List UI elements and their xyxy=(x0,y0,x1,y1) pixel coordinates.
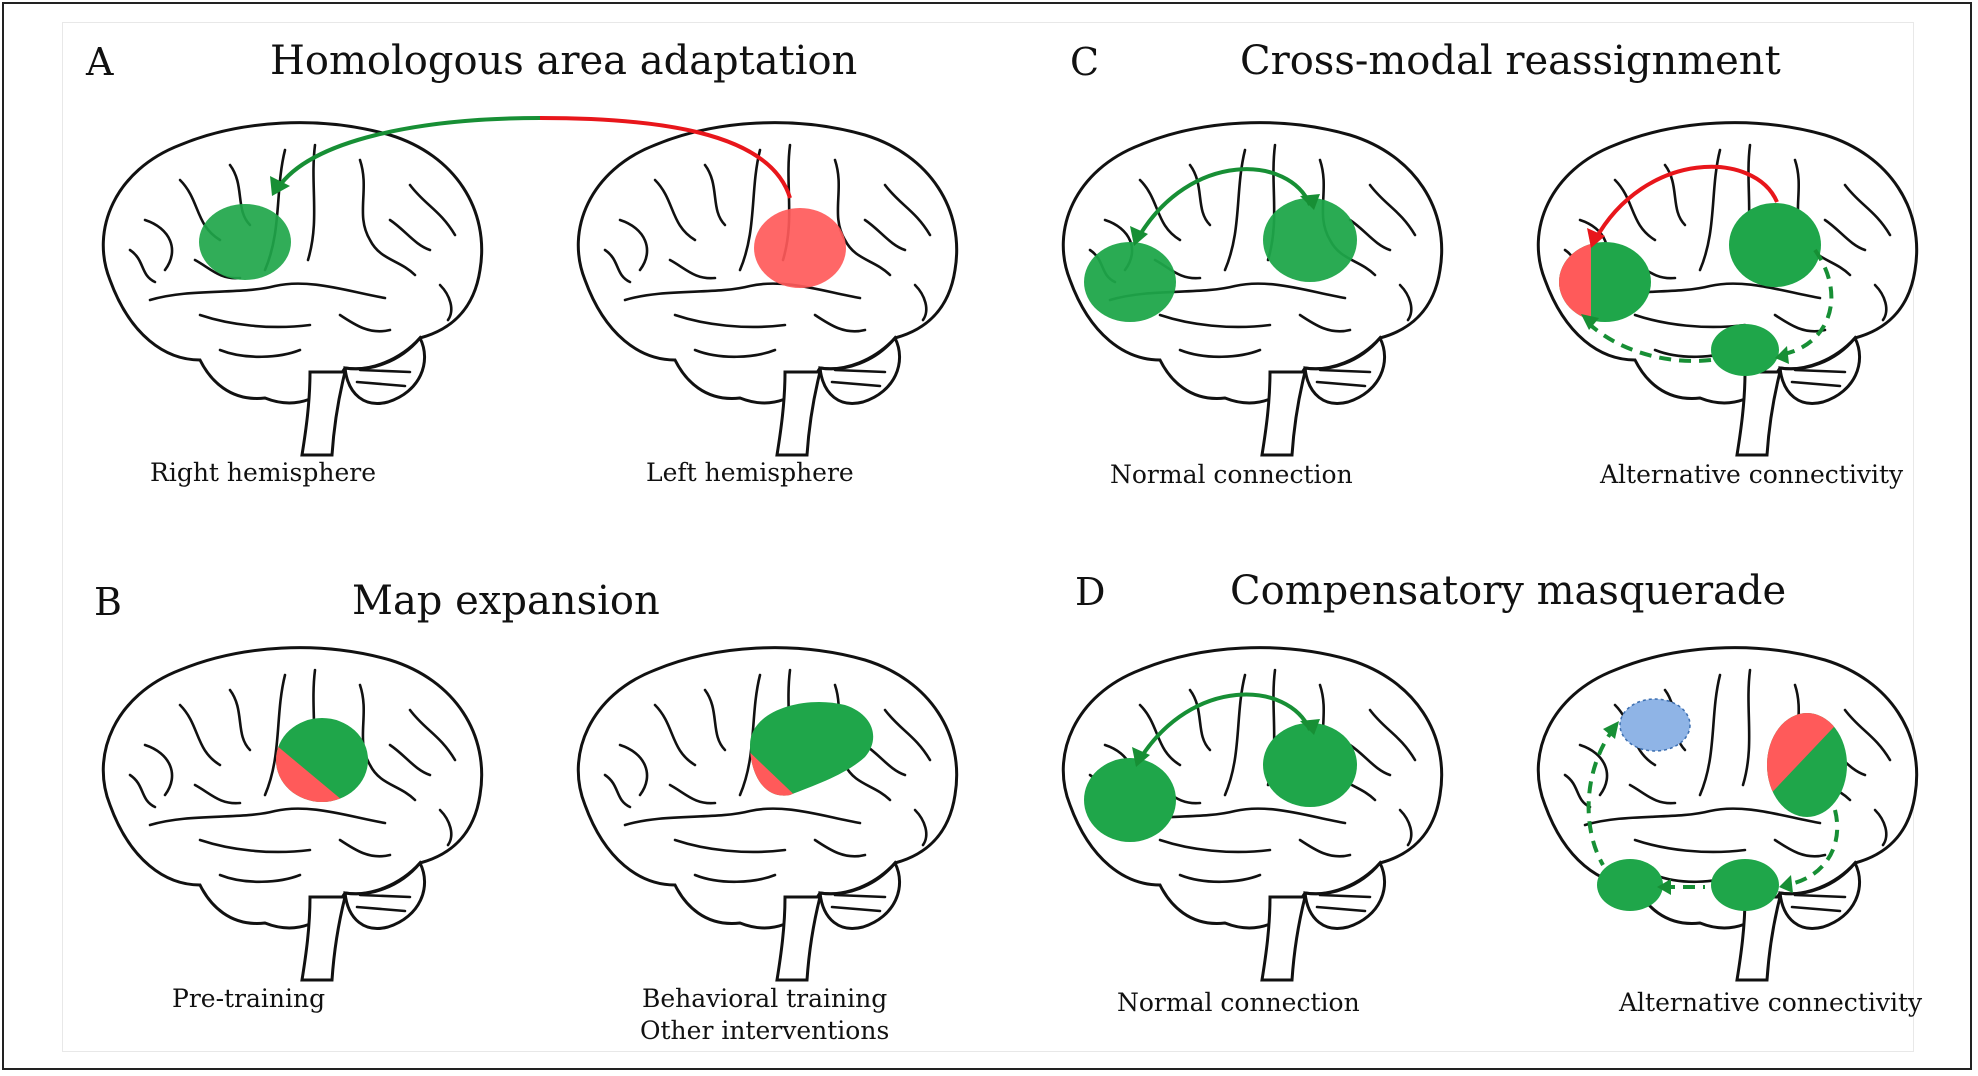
dashed-route-2 xyxy=(1583,318,1712,363)
dashed-route-3 xyxy=(1784,809,1840,887)
caption-alternative-connectivity: Alternative connectivity xyxy=(1600,460,1904,489)
caption-alternative-connectivity-d: Alternative connectivity xyxy=(1619,988,1923,1017)
affected-region xyxy=(754,208,846,288)
right-hemisphere-brain xyxy=(101,121,484,457)
mixed-parietal-region xyxy=(1767,713,1847,817)
parietal-region xyxy=(1263,198,1357,282)
figure-inner-border xyxy=(62,22,1914,1052)
panel-a-letter: A xyxy=(86,40,114,84)
panel-d-letter: D xyxy=(1075,570,1106,614)
panel-b-title: Map expansion xyxy=(352,578,660,624)
alternative-connectivity-brain xyxy=(1536,121,1919,457)
parietal-region xyxy=(1263,723,1357,807)
panel-c-letter: C xyxy=(1070,40,1100,84)
dashed-route-1 xyxy=(1586,725,1617,866)
caption-other-interventions: Other interventions xyxy=(640,1016,890,1045)
alternative-region xyxy=(1619,698,1691,752)
pre-training-brain xyxy=(101,646,484,982)
frontal-lower-region xyxy=(1597,859,1663,911)
normal-connection-brain xyxy=(1061,121,1444,457)
caption-pre-training: Pre-training xyxy=(172,984,326,1013)
caption-right-hemisphere: Right hemisphere xyxy=(150,458,376,487)
behavioral-training-brain xyxy=(576,646,959,982)
panel-b-letter: B xyxy=(94,580,122,624)
expanded-region xyxy=(750,701,874,796)
parietal-region xyxy=(1729,203,1821,287)
normal-connection-arrow xyxy=(1136,167,1312,240)
panel-d-title: Compensatory masquerade xyxy=(1230,568,1787,614)
frontal-region xyxy=(1084,242,1176,322)
dashed-route-1 xyxy=(1776,248,1834,357)
alternative-connectivity-brain-d xyxy=(1536,646,1919,982)
lost-connection-arrow xyxy=(1593,164,1779,241)
caption-normal-connection-d: Normal connection xyxy=(1117,988,1360,1017)
normal-connection-brain-d xyxy=(1061,646,1444,982)
caption-normal-connection: Normal connection xyxy=(1110,460,1353,489)
caption-behavioral-training: Behavioral training xyxy=(642,984,888,1013)
caption-left-hemisphere: Left hemisphere xyxy=(646,458,854,487)
temporal-region xyxy=(1711,859,1779,911)
temporal-region xyxy=(1711,324,1779,376)
frontal-region xyxy=(1084,758,1176,842)
healthy-region xyxy=(199,204,291,280)
panel-c-title: Cross-modal reassignment xyxy=(1240,38,1781,84)
normal-connection-arrow xyxy=(1138,692,1312,761)
left-hemisphere-brain xyxy=(576,121,959,457)
panel-a-title: Homologous area adaptation xyxy=(270,38,858,84)
